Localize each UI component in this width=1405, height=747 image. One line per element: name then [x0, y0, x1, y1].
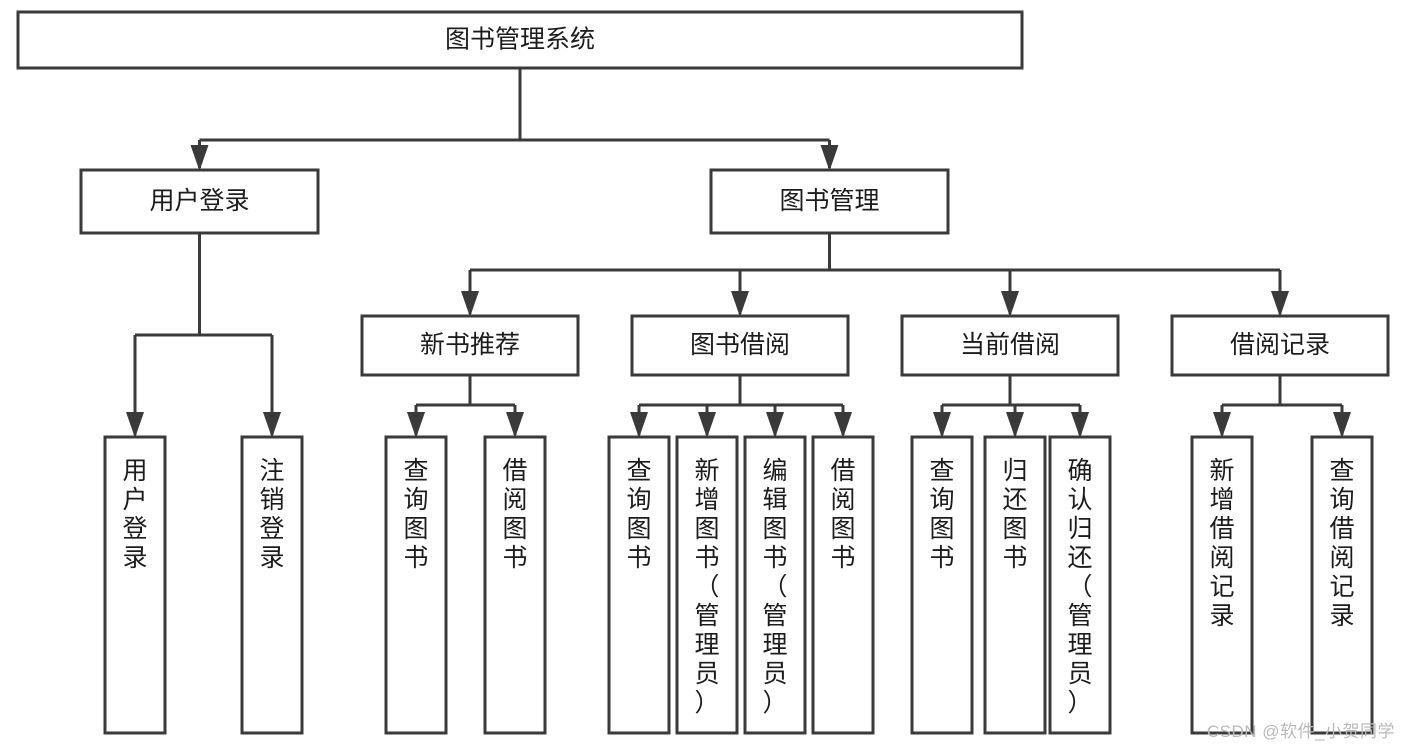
node-new-book-rec[interactable]: 新书推荐	[360, 314, 580, 377]
node-leaf-query-book-3[interactable]: 查询图书	[910, 435, 974, 735]
node-leaf-logout[interactable]: 注销登录	[240, 435, 304, 735]
node-leaf-query-book-2[interactable]: 查询图书	[607, 435, 671, 735]
diagram-nodes: 图书管理系统用户登录图书管理新书推荐图书借阅当前借阅借阅记录用户登录注销登录查询…	[16, 10, 1390, 735]
node-box[interactable]	[240, 435, 304, 735]
node-box[interactable]	[1048, 435, 1112, 735]
node-user-login[interactable]: 用户登录	[79, 168, 320, 235]
node-leaf-confirm-return[interactable]: 确认归还（管理员）	[1048, 435, 1112, 735]
node-label: 当前借阅	[960, 331, 1060, 359]
node-label: 用户登录	[149, 187, 249, 215]
node-box[interactable]	[360, 314, 580, 377]
node-leaf-add-record[interactable]: 新增借阅记录	[1190, 435, 1254, 735]
node-box[interactable]	[607, 435, 671, 735]
arrowhead-icon	[263, 412, 281, 438]
arrowhead-icon	[834, 412, 852, 438]
node-label: 用户登录	[122, 457, 147, 572]
node-label: 查询图书	[403, 457, 428, 572]
node-label: 注销登录	[259, 457, 284, 572]
node-label: 新书推荐	[420, 331, 520, 359]
node-borrow-record[interactable]: 借阅记录	[1170, 314, 1390, 377]
arrowhead-icon	[506, 412, 524, 438]
node-box[interactable]	[910, 435, 974, 735]
node-box[interactable]	[1170, 314, 1390, 377]
node-label: 新增图书（管理员）	[694, 457, 719, 717]
node-label: 图书管理系统	[445, 26, 595, 54]
node-root[interactable]: 图书管理系统	[16, 10, 1024, 70]
node-label: 新增借阅记录	[1209, 457, 1234, 630]
node-box[interactable]	[709, 168, 950, 235]
node-leaf-return-book[interactable]: 归还图书	[983, 435, 1047, 735]
node-leaf-query-record[interactable]: 查询借阅记录	[1310, 435, 1374, 735]
node-leaf-add-book[interactable]: 新增图书（管理员）	[675, 435, 739, 735]
node-label: 借阅图书	[502, 457, 527, 572]
arrowhead-icon	[698, 412, 716, 438]
node-box[interactable]	[743, 435, 807, 735]
node-label: 查询图书	[626, 457, 651, 572]
arrowhead-icon	[1271, 291, 1289, 317]
arrowhead-icon	[1333, 412, 1351, 438]
node-leaf-edit-book[interactable]: 编辑图书（管理员）	[743, 435, 807, 735]
node-leaf-borrow-book-1[interactable]: 借阅图书	[483, 435, 547, 735]
arrowhead-icon	[766, 412, 784, 438]
node-box[interactable]	[900, 314, 1120, 377]
node-current-borrow[interactable]: 当前借阅	[900, 314, 1120, 377]
arrowhead-icon	[820, 145, 839, 171]
node-box[interactable]	[384, 435, 448, 735]
node-box[interactable]	[483, 435, 547, 735]
node-box[interactable]	[1310, 435, 1374, 735]
node-label: 归还图书	[1002, 457, 1027, 572]
node-label: 查询图书	[929, 457, 954, 572]
connector-lines	[126, 68, 1351, 438]
arrowhead-icon	[1006, 412, 1024, 438]
node-label: 查询借阅记录	[1329, 457, 1354, 630]
node-leaf-query-book-1[interactable]: 查询图书	[384, 435, 448, 735]
node-box[interactable]	[983, 435, 1047, 735]
node-box[interactable]	[79, 168, 320, 235]
arrowhead-icon	[190, 145, 209, 171]
node-box[interactable]	[630, 314, 850, 377]
watermark-text: CSDN @软件_小贺同学	[1206, 722, 1395, 741]
arrowhead-icon	[933, 412, 951, 438]
node-leaf-borrow-book-2[interactable]: 借阅图书	[811, 435, 875, 735]
node-label: 借阅图书	[830, 457, 855, 572]
node-label: 图书借阅	[690, 331, 790, 359]
node-box[interactable]	[1190, 435, 1254, 735]
arrowhead-icon	[1213, 412, 1231, 438]
arrowhead-icon	[461, 291, 479, 317]
node-box[interactable]	[103, 435, 167, 735]
arrowhead-icon	[630, 412, 648, 438]
node-box[interactable]	[675, 435, 739, 735]
node-book-manage[interactable]: 图书管理	[709, 168, 950, 235]
arrowhead-icon	[731, 291, 749, 317]
node-box[interactable]	[811, 435, 875, 735]
node-book-borrow[interactable]: 图书借阅	[630, 314, 850, 377]
node-label: 编辑图书（管理员）	[762, 457, 787, 717]
arrowhead-icon	[126, 412, 144, 438]
node-label: 借阅记录	[1230, 331, 1330, 359]
node-box[interactable]	[16, 10, 1024, 70]
arrowhead-icon	[407, 412, 425, 438]
node-label: 图书管理	[779, 187, 879, 215]
node-label: 确认归还（管理员）	[1067, 457, 1092, 717]
arrowhead-icon	[1071, 412, 1089, 438]
node-leaf-user-login[interactable]: 用户登录	[103, 435, 167, 735]
arrowhead-icon	[1001, 291, 1019, 317]
